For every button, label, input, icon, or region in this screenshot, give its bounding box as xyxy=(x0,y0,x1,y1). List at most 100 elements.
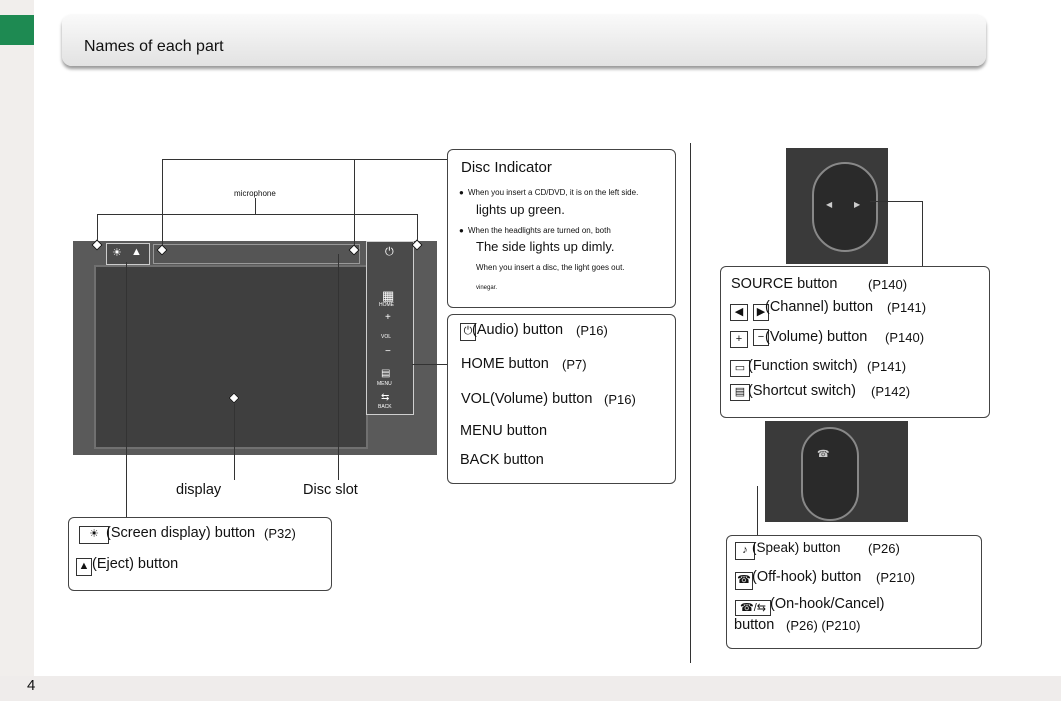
offhook-ref: (P210) xyxy=(876,570,916,585)
callout-line xyxy=(162,159,447,160)
function-switch-icon: ▭ xyxy=(730,360,750,377)
callout-line xyxy=(162,159,163,249)
disc-indicator-box xyxy=(447,149,676,308)
disc-note-2-cont: The side lights up dimly. xyxy=(476,239,615,254)
page-margin xyxy=(0,0,34,701)
shortcut-ref: (P142) xyxy=(871,384,911,399)
switch-pad xyxy=(801,427,859,521)
function-ref: (P141) xyxy=(867,359,907,374)
channel-right-icon: ▶ xyxy=(854,200,861,209)
channel-up-icon: ▶ xyxy=(753,304,769,321)
audio-ref: (P16) xyxy=(576,323,608,338)
audio-icon: ⏻ xyxy=(460,323,476,341)
onhook-button-label: (On-hook/Cancel) xyxy=(770,596,885,612)
callout-line xyxy=(97,214,98,244)
bullet-icon: ● xyxy=(459,226,464,235)
volume-down-icon: − xyxy=(753,329,769,346)
screen-display-ref: (P32) xyxy=(264,526,296,541)
screen-display-icon: ☀ xyxy=(112,247,122,259)
offhook-icon: ☎ xyxy=(817,449,830,460)
panel-home-label: HOME xyxy=(379,302,394,308)
display-label: display xyxy=(176,482,222,498)
column-divider xyxy=(690,143,691,663)
callout-line xyxy=(354,159,355,249)
switch-pad xyxy=(812,162,878,252)
back-icon: ⇆ xyxy=(381,392,390,403)
eject-button-label: (Eject) button xyxy=(92,556,179,572)
steering-left-switch-photo: ◀ ▶ xyxy=(786,148,888,264)
channel-button-label: (Channel) button xyxy=(765,299,874,315)
volume-button-label: (Volume) button xyxy=(765,329,868,345)
vol-button-label: VOL(Volume) button xyxy=(461,391,593,407)
disc-note-2: When the headlights are turned on, both xyxy=(468,226,611,235)
source-ref: (P140) xyxy=(868,277,908,292)
offhook-icon: ☎ xyxy=(735,572,753,590)
screen-eject-buttons: ☀ ▲ xyxy=(106,243,150,265)
panel-vol-label: VOL xyxy=(381,334,392,340)
onhook-ref: (P26) (P210) xyxy=(786,618,861,633)
callout-line xyxy=(234,398,235,480)
screen-eject-box xyxy=(68,517,332,591)
onhook-cancel-icon: ☎/⇆ xyxy=(735,600,771,616)
display-screen xyxy=(94,265,368,449)
disc-note-4: vinegar. xyxy=(476,285,498,291)
callout-line xyxy=(126,262,127,517)
eject-icon: ▲ xyxy=(131,246,142,258)
callout-line xyxy=(97,214,418,215)
side-button-panel: ⏻ ▦ HOME + VOL − ▤ MENU ⇆ BACK xyxy=(366,241,414,415)
callout-line xyxy=(255,198,256,214)
disc-slot xyxy=(153,244,360,264)
menu-icon: ▤ xyxy=(381,368,391,379)
channel-ref: (P141) xyxy=(887,300,927,315)
page-footer xyxy=(0,676,1061,701)
volume-ref: (P140) xyxy=(885,330,925,345)
back-button-label: BACK button xyxy=(460,452,544,468)
vol-plus-icon: + xyxy=(385,312,391,323)
screen-display-label: (Screen display) button xyxy=(106,525,256,541)
callout-line xyxy=(412,364,448,365)
section-tab xyxy=(0,15,34,45)
page-number: 4 xyxy=(27,677,36,694)
vol-minus-icon: − xyxy=(385,346,391,357)
speak-ref: (P26) xyxy=(868,541,900,556)
disc-slot-label: Disc slot xyxy=(303,482,358,498)
panel-back-label: BACK xyxy=(378,404,392,410)
bullet-icon: ● xyxy=(459,188,464,197)
disc-note-3: When you insert a disc, the light goes o… xyxy=(476,263,625,272)
callout-line xyxy=(338,254,339,480)
eject-icon: ▲ xyxy=(76,558,92,576)
home-ref: (P7) xyxy=(562,357,587,372)
steering-lower-box xyxy=(726,535,982,649)
home-button-label: HOME button xyxy=(461,356,549,372)
disc-note-1-cont: lights up green. xyxy=(476,202,565,217)
onhook-button-cont: button xyxy=(734,617,775,633)
menu-button-label: MENU button xyxy=(460,423,548,439)
steering-right-switch-photo: ☎ xyxy=(765,421,908,522)
title-bar xyxy=(62,14,986,66)
channel-down-icon: ◀ xyxy=(730,304,748,321)
disc-note-1: When you insert a CD/DVD, it is on the l… xyxy=(468,188,639,197)
channel-left-icon: ◀ xyxy=(826,200,833,209)
shortcut-switch-icon: ▤ xyxy=(730,384,750,401)
function-switch-label: (Function switch) xyxy=(748,358,858,374)
panel-menu-label: MENU xyxy=(377,381,392,387)
power-icon: ⏻ xyxy=(385,246,394,258)
callout-line xyxy=(922,201,923,267)
audio-button-label: (Audio) button xyxy=(472,322,564,338)
source-button-label: SOURCE button xyxy=(731,276,838,292)
home-grid-icon: ▦ xyxy=(382,288,395,303)
microphone-label: microphone xyxy=(234,189,276,198)
screen-display-icon: ☀ xyxy=(79,526,109,544)
speak-icon: ♪ xyxy=(735,542,755,560)
page-title: Names of each part xyxy=(84,38,224,55)
panel-buttons-box xyxy=(447,314,676,484)
callout-line xyxy=(870,201,923,202)
callout-line xyxy=(757,486,758,536)
speak-button-label: (Speak) button xyxy=(752,540,841,555)
disc-indicator-heading: Disc Indicator xyxy=(461,159,552,176)
volume-up-icon: + xyxy=(730,331,748,348)
shortcut-switch-label: (Shortcut switch) xyxy=(748,383,856,399)
offhook-button-label: (Off-hook) button xyxy=(752,569,862,585)
callout-line xyxy=(417,214,418,244)
vol-ref: (P16) xyxy=(604,392,636,407)
